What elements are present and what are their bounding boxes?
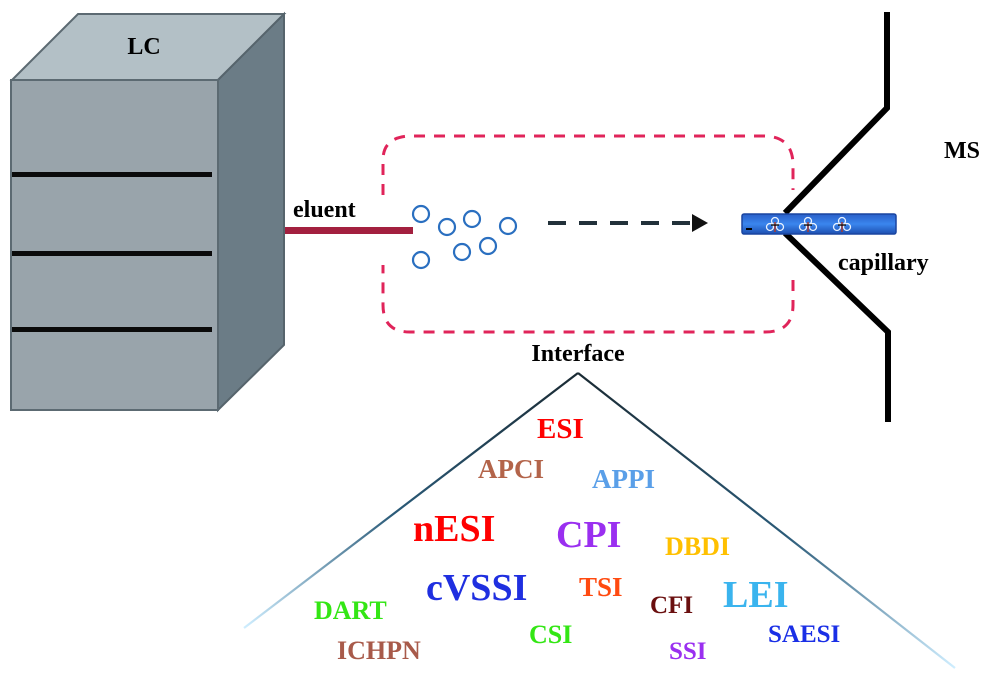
technique-label: CPI bbox=[556, 514, 621, 556]
technique-label: CFI bbox=[650, 592, 693, 619]
eluent-label: eluent bbox=[293, 197, 356, 223]
lc-drawer-divider bbox=[12, 327, 212, 332]
technique-label: DART bbox=[314, 596, 387, 625]
eluent-tube bbox=[285, 227, 413, 234]
interface-label: Interface bbox=[531, 341, 625, 367]
lc-drawer-divider bbox=[12, 172, 212, 177]
technique-label: ESI bbox=[537, 413, 584, 445]
technique-label: nESI bbox=[413, 508, 495, 550]
technique-list: ESI APCI APPI nESI CPI DBDI cVSSI TSI CF… bbox=[314, 413, 840, 665]
technique-label: CSI bbox=[529, 620, 572, 649]
capillary-label: capillary bbox=[838, 250, 929, 276]
droplet bbox=[452, 242, 472, 262]
technique-label: APCI bbox=[478, 454, 544, 484]
technique-label: SSI bbox=[669, 638, 707, 665]
ms-label: MS bbox=[944, 138, 980, 164]
technique-label: APPI bbox=[592, 464, 655, 494]
technique-label: LEI bbox=[723, 574, 788, 616]
ms-inlet-wall-upper bbox=[782, 12, 890, 216]
droplet bbox=[411, 250, 431, 270]
droplet bbox=[498, 216, 518, 236]
technique-label: SAESI bbox=[768, 621, 840, 648]
technique-label: ICHPN bbox=[337, 636, 421, 665]
droplet bbox=[437, 217, 457, 237]
ion-symbols bbox=[765, 216, 852, 232]
flow-arrow bbox=[548, 214, 708, 232]
technique-label: cVSSI bbox=[426, 567, 527, 609]
droplet bbox=[478, 236, 498, 256]
triangle-right-edge bbox=[577, 372, 956, 669]
lc-side-face bbox=[217, 11, 285, 413]
triangle-left-edge bbox=[243, 372, 579, 629]
droplet bbox=[411, 204, 431, 224]
ms-inlet-wall-lower bbox=[782, 230, 891, 422]
lc-front-face bbox=[10, 79, 219, 411]
interface-region bbox=[381, 134, 795, 334]
lc-label: LC bbox=[127, 34, 160, 60]
lc-drawer-divider bbox=[12, 251, 212, 256]
lc-instrument: LC bbox=[9, 11, 287, 413]
capillary bbox=[741, 213, 897, 235]
droplet-group bbox=[411, 204, 518, 270]
technique-label: TSI bbox=[579, 572, 623, 602]
droplet bbox=[462, 209, 482, 229]
technique-label: DBDI bbox=[665, 532, 730, 561]
